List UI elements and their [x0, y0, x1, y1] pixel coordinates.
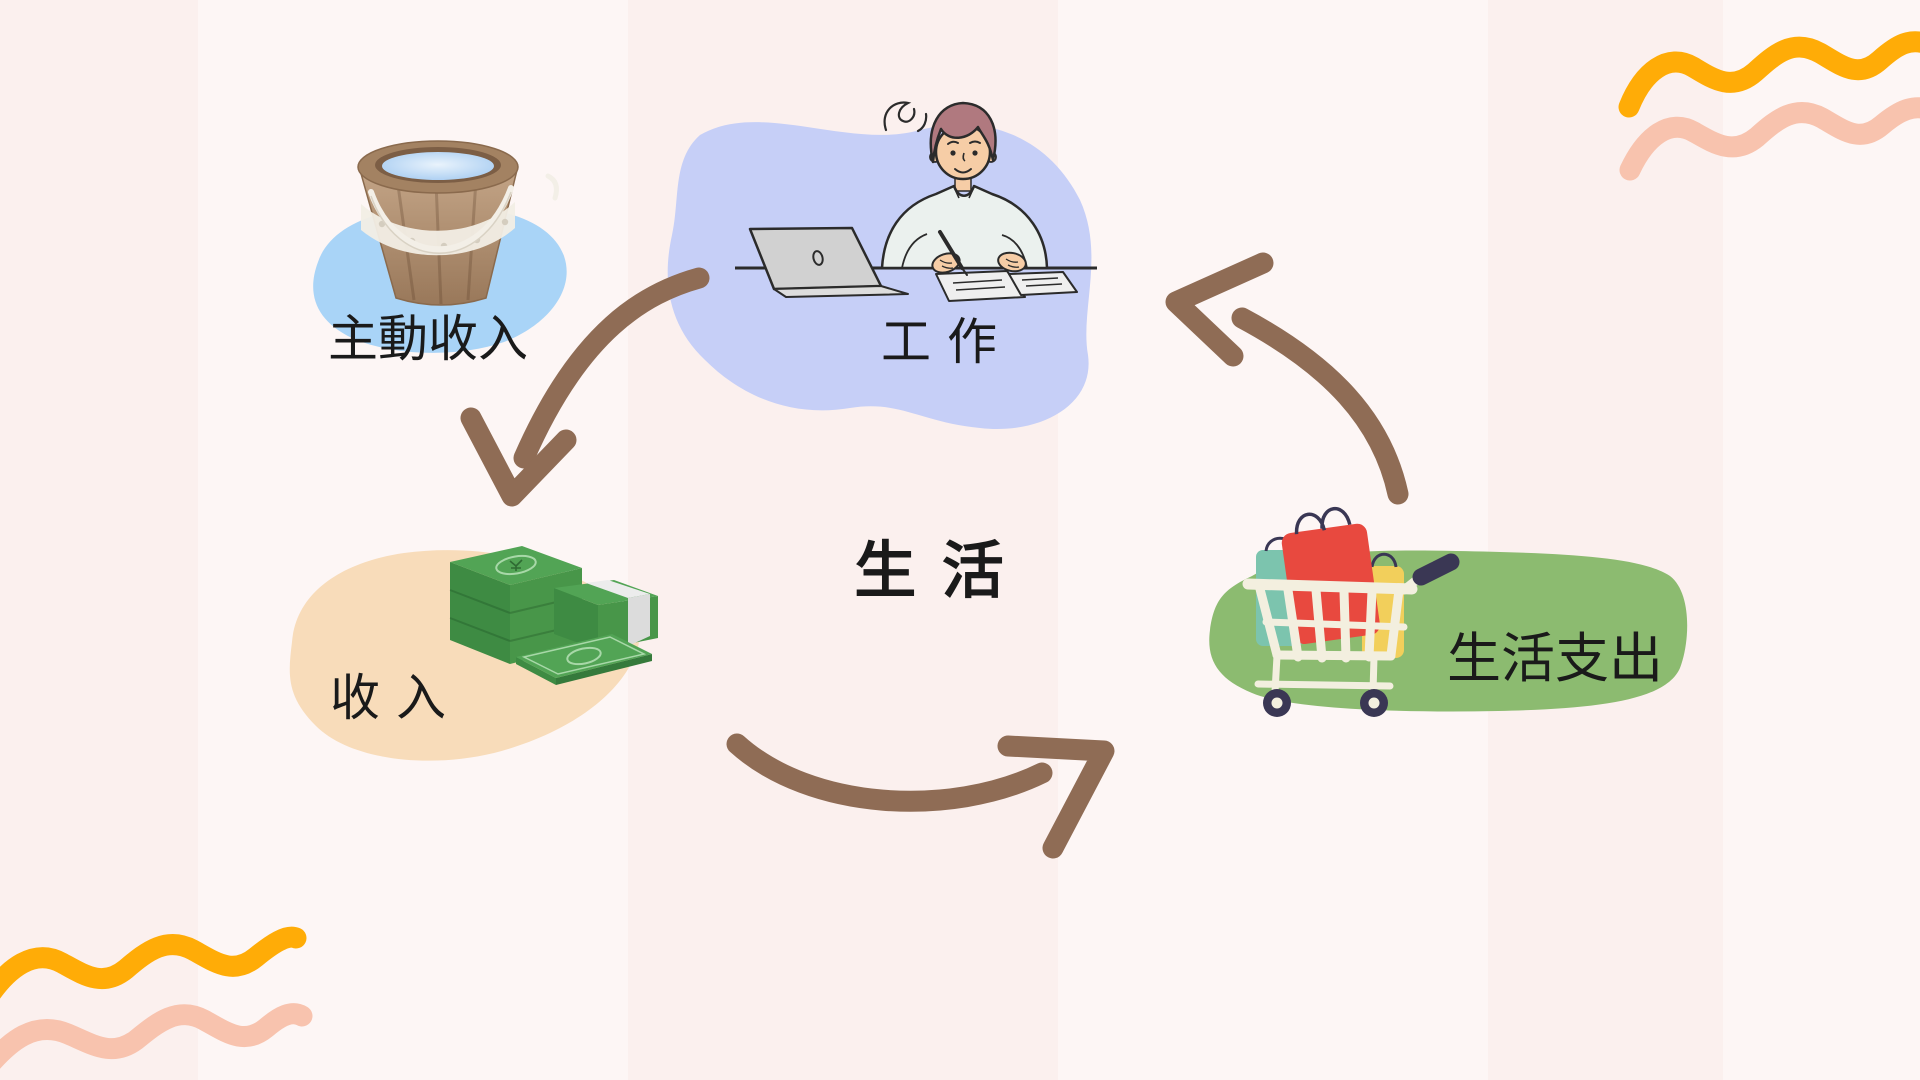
work-blob — [667, 122, 1092, 430]
arrow-income-to-expenses — [726, 733, 1115, 859]
hair — [929, 101, 997, 164]
background-stripe — [198, 0, 628, 1080]
active-income-label: 主動收入 — [328, 310, 528, 368]
hand — [931, 252, 961, 274]
neck — [954, 177, 972, 192]
laptop-icon — [748, 226, 909, 298]
person-working-icon — [735, 101, 1097, 302]
living-expenses-label: 生活支出 — [1447, 627, 1663, 690]
paper — [935, 270, 1026, 302]
hand — [997, 251, 1027, 273]
income-label: 收 入 — [330, 669, 446, 727]
face — [934, 123, 992, 181]
shirt — [880, 184, 1049, 270]
work-label: 工 作 — [881, 313, 997, 371]
pen-icon — [938, 230, 964, 270]
background-stripe — [1723, 0, 1920, 1080]
background-stripe — [1058, 0, 1488, 1080]
life-label: 生 活 — [854, 534, 1006, 607]
thinking-squiggle-icon — [883, 101, 928, 133]
